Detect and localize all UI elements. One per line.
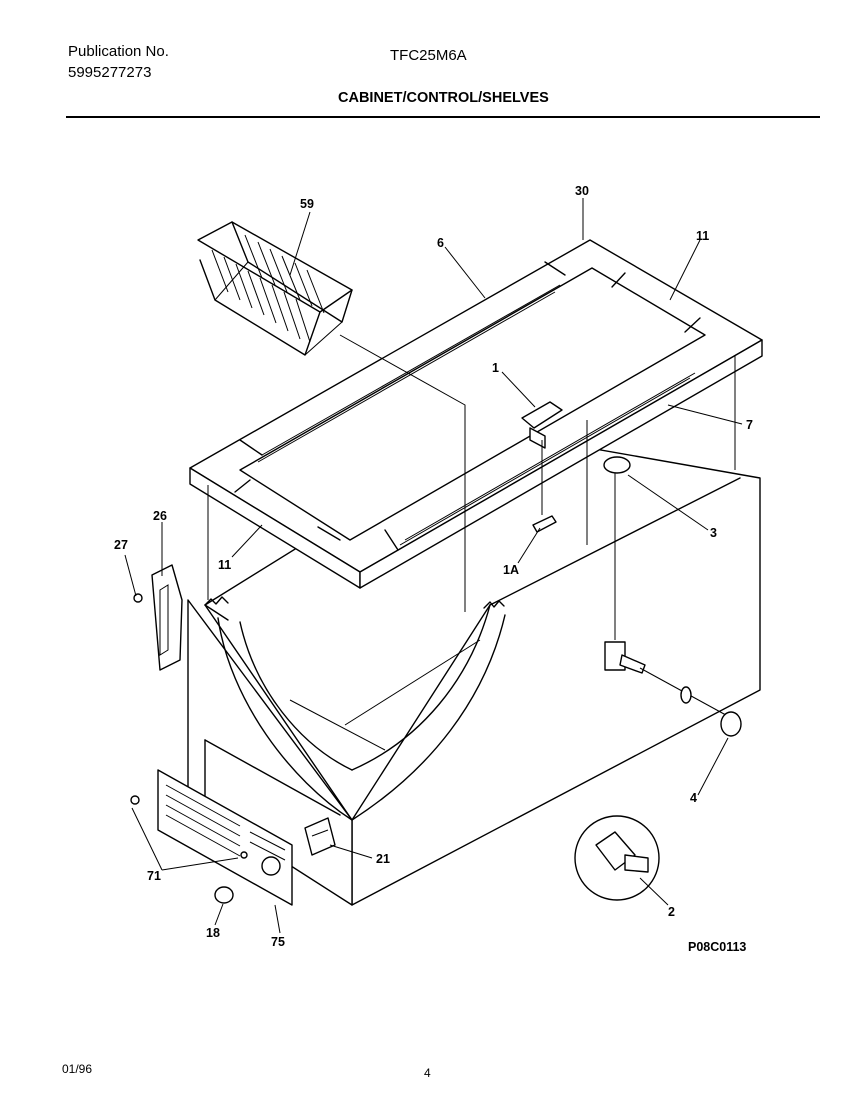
front-grille — [130, 739, 341, 906]
callout-6: 6 — [437, 236, 444, 250]
callout-21: 21 — [376, 852, 390, 866]
callout-26: 26 — [153, 509, 167, 523]
callout-71: 71 — [147, 869, 161, 883]
publication-label: Publication No. — [68, 43, 169, 60]
breaker-strip-frame — [189, 239, 763, 600]
callout-30: 30 — [575, 184, 589, 198]
callout-11-top: 11 — [696, 229, 709, 243]
leader-lines — [124, 198, 743, 934]
wire-basket — [197, 221, 466, 612]
publication-number: 5995277273 — [68, 64, 152, 81]
drain-parts — [603, 456, 742, 737]
callout-75: 75 — [271, 935, 285, 949]
inset-drain-fitting — [574, 815, 660, 901]
callout-27: 27 — [114, 538, 128, 552]
hinge — [133, 564, 183, 671]
diagram-code: P08C0113 — [688, 940, 746, 954]
relay — [304, 817, 336, 856]
callout-18: 18 — [206, 926, 220, 940]
footer-date: 01/96 — [62, 1062, 93, 1076]
section-title: CABINET/CONTROL/SHELVES — [338, 90, 549, 106]
control-part — [521, 401, 563, 533]
callout-4: 4 — [690, 791, 697, 805]
header-rule — [66, 116, 820, 118]
callout-7: 7 — [746, 418, 753, 432]
callout-1A: 1A — [503, 563, 519, 577]
callout-1: 1 — [492, 361, 499, 375]
callout-11-left: 11 — [218, 558, 231, 572]
callout-59: 59 — [300, 197, 314, 211]
callout-2: 2 — [668, 905, 675, 919]
callout-3: 3 — [710, 526, 717, 540]
page-number: 4 — [424, 1066, 431, 1080]
model-number: TFC25M6A — [390, 47, 467, 64]
